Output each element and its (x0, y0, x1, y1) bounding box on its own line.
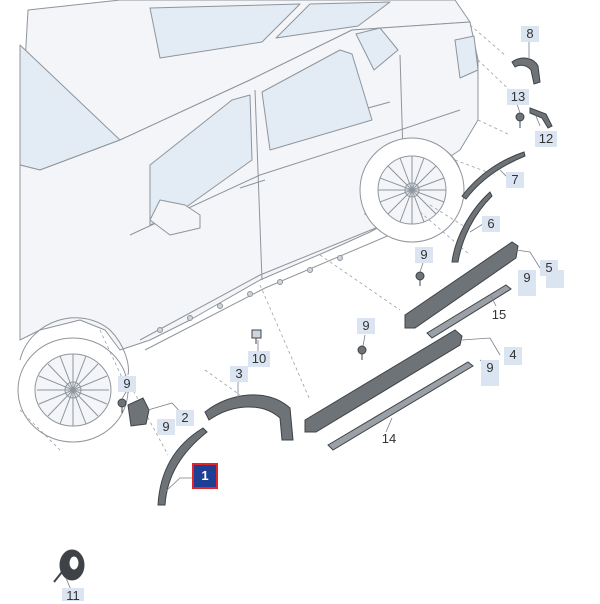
callout-3-label: 3 (235, 366, 243, 381)
part-9-clip-c[interactable] (415, 271, 425, 286)
part-11-adhesive-tape[interactable] (53, 549, 85, 583)
callout-14[interactable]: 14 (378, 431, 400, 447)
part-12-clip[interactable] (529, 107, 553, 129)
callout-1[interactable]: 1 (192, 463, 218, 489)
parts (53, 57, 553, 583)
callout-9-trim-rear[interactable]: 9 (518, 270, 536, 296)
belt-line (129, 109, 461, 236)
callout-10-label: 10 (251, 351, 267, 366)
callout-9-label-a: 9 (123, 376, 131, 391)
callout-9-label-c: 9 (362, 318, 370, 333)
rear-door-handle (367, 101, 391, 109)
callout-4[interactable]: 4 (504, 347, 522, 365)
front-door-window (149, 94, 253, 226)
callout-1-label: 1 (201, 468, 209, 483)
callout-12[interactable]: 12 (535, 131, 557, 147)
callout-9-sill-rear[interactable]: 9 (415, 247, 433, 263)
sunroof-rear (275, 1, 391, 39)
quarter-window (355, 27, 399, 71)
callout-12-label: 12 (538, 131, 554, 146)
part-9-clip-a[interactable] (117, 398, 127, 413)
front-wheel-spokes (37, 354, 109, 426)
rear-wheel-spokes (378, 156, 446, 224)
callout-9-label-d: 9 (420, 247, 428, 262)
part-10-push-pin[interactable] (251, 329, 262, 344)
callout-11[interactable]: 11 (62, 588, 84, 603)
part-5-door-trim-rear[interactable] (404, 241, 519, 329)
callout-9-extra-tag (546, 270, 564, 288)
callout-7-label: 7 (511, 172, 519, 187)
rocker-panel-lower (144, 219, 426, 351)
callout-9-arch[interactable]: 9 (157, 419, 175, 435)
callout-9-clip-front[interactable]: 9 (118, 376, 136, 392)
callout-6[interactable]: 6 (482, 216, 500, 232)
callout-2[interactable]: 2 (176, 410, 194, 426)
callout-9-label-b: 9 (162, 419, 170, 434)
callout-10[interactable]: 10 (248, 351, 270, 367)
part-3-wheel-arch-trim[interactable] (204, 394, 294, 441)
part-9-clip-b[interactable] (357, 345, 367, 360)
vehicle-illustration (17, 0, 479, 443)
callout-9-label-e: 9 (486, 360, 494, 375)
part-2-mud-flap[interactable] (127, 397, 150, 427)
part-6-wheel-arch-trim-rear[interactable] (451, 191, 493, 263)
callout-9-sill-front[interactable]: 9 (357, 318, 375, 334)
callout-11-label: 11 (66, 588, 80, 603)
callout-13[interactable]: 13 (507, 89, 529, 105)
callout-14-label: 14 (381, 431, 397, 446)
part-13-screw[interactable] (515, 112, 525, 128)
callout-9-label-f: 9 (523, 270, 531, 285)
tail-light (454, 35, 479, 79)
callout-15-label: 15 (491, 307, 507, 322)
rear-door-window (261, 49, 373, 151)
sunroof-glass (149, 3, 301, 59)
callout-13-label: 13 (510, 89, 526, 104)
part-14-trim-strip-front[interactable] (327, 361, 474, 451)
callout-3[interactable]: 3 (230, 366, 248, 382)
callout-7[interactable]: 7 (506, 172, 524, 188)
rocker-clips (157, 255, 343, 333)
front-wheel-arch (19, 317, 129, 376)
callout-4-label: 4 (509, 347, 517, 362)
part-15-trim-strip-rear[interactable] (426, 284, 512, 339)
callout-6-label: 6 (487, 216, 495, 231)
part-7-arch-upper-trim[interactable] (461, 151, 526, 200)
callout-2-label: 2 (181, 410, 189, 425)
front-door-line (254, 89, 263, 281)
callout-8[interactable]: 8 (521, 26, 539, 42)
callout-5-label: 5 (545, 260, 553, 275)
callout-15[interactable]: 15 (488, 307, 510, 323)
rocker-panel (139, 209, 421, 341)
side-mirror (149, 199, 201, 236)
callout-8-label: 8 (526, 26, 534, 41)
callout-9-trim-front[interactable]: 9 (481, 360, 499, 386)
front-door-handle (239, 179, 266, 189)
part-1-wheel-arch-trim-front[interactable] (157, 427, 208, 506)
part-4-door-trim-front[interactable] (304, 329, 463, 433)
part-8-bracket[interactable] (511, 57, 541, 85)
